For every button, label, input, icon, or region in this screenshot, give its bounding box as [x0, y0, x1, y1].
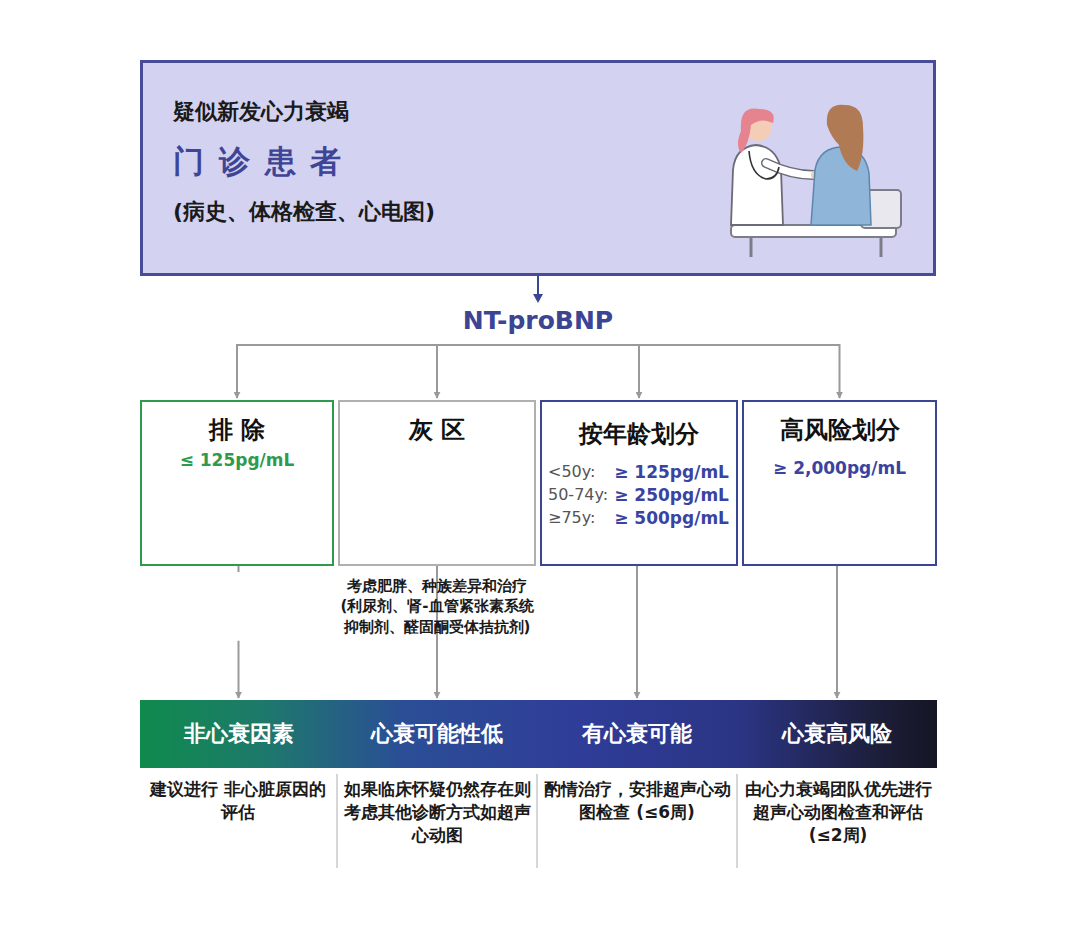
high-risk-box: 高风险划分 ≥ 2,000pg/mL [742, 400, 937, 566]
connector [237, 276, 538, 398]
threshold-value: ≥ 250pg/mL [614, 485, 729, 505]
patient-hair [827, 105, 864, 171]
connector [636, 566, 638, 698]
header-note: (病史、体格检查、心电图) [173, 197, 901, 227]
couch-leg [880, 237, 883, 257]
doctor-hair [738, 108, 774, 153]
connector [437, 276, 538, 398]
header-box: 疑似新发心力衰竭门 诊 患 者 (病史、体格检查、心电图) [140, 60, 936, 276]
outcome-text: 有心衰可能 [582, 719, 692, 749]
outcome-text: 心衰可能性低 [371, 719, 503, 749]
threshold-value: ≤ 125pg/mL [148, 450, 326, 470]
grey-zone-note: 考虑肥胖、种族差异和治疗(利尿剂、肾-血管紧张素系统抑制剂、醛固酮受体拮抗剂) [340, 576, 534, 637]
connector [836, 566, 838, 698]
rule-out-box: 排 除 ≤ 125pg/mL [140, 400, 334, 566]
grey-zone-box: 灰 区 [338, 400, 536, 566]
age-range: 50-74y: [548, 485, 608, 505]
connector [238, 566, 240, 698]
age-range: <50y: [548, 462, 608, 482]
doctor-arm-fill [766, 163, 813, 175]
outcome-band-cell: 心衰可能性低 [337, 700, 537, 768]
trunk-arrowhead [533, 294, 543, 303]
header-title: 疑似新发心力衰竭 [173, 97, 901, 127]
outcome-text: 非心衰因素 [184, 719, 294, 749]
doctor-patient-illustration [711, 75, 911, 260]
recommendation-text: 酌情治疗，安排超声心动图检查 (≤6周) [542, 778, 732, 824]
recommendation-text: 如果临床怀疑仍然存在则考虑其他诊断方式如超声心动图 [342, 778, 532, 847]
recommendation-text: 由心力衰竭团队优先进行超声心动图检查和评估 (≤2周) [742, 778, 934, 847]
age-range: ≥75y: [548, 508, 608, 528]
outcome-band-cell: 非心衰因素 [140, 700, 337, 768]
threshold-value: ≥ 2,000pg/mL [750, 458, 929, 478]
recommendation-text: 建议进行 非心脏原因的评估 [144, 778, 332, 824]
box-heading: 排 除 [148, 414, 326, 446]
threshold-value: ≥ 125pg/mL [614, 462, 729, 482]
header-subtitle: 门 诊 患 者 [173, 141, 901, 183]
column-separator [536, 774, 538, 868]
box-heading: 高风险划分 [750, 414, 929, 446]
box-heading: 灰 区 [346, 414, 528, 446]
outcome-band-cell: 有心衰可能 [537, 700, 737, 768]
patient-body [811, 147, 871, 225]
column-separator [336, 774, 338, 868]
box-heading: 按年龄划分 [546, 418, 732, 450]
outcome-text: 心衰高风险 [782, 719, 892, 749]
couch-leg [750, 237, 753, 257]
threshold-value: ≥ 500pg/mL [614, 508, 729, 528]
age-cutoff-box: 按年龄划分 <50y: ≥ 125pg/mL 50-74y: ≥ 250pg/mL ≥75… [540, 400, 738, 566]
age-threshold-table: <50y: ≥ 125pg/mL 50-74y: ≥ 250pg/mL ≥75y: ≥ 5… [546, 462, 732, 528]
connector [538, 276, 639, 398]
doctor-arm [766, 163, 813, 175]
marker-name: NT-proBNP [438, 306, 638, 335]
doctor-coat [731, 145, 783, 225]
stethoscope [749, 151, 779, 179]
trunk-line [537, 276, 539, 296]
connector [538, 276, 840, 398]
column-separator [736, 774, 738, 868]
outcome-band-cell: 心衰高风险 [737, 700, 937, 768]
